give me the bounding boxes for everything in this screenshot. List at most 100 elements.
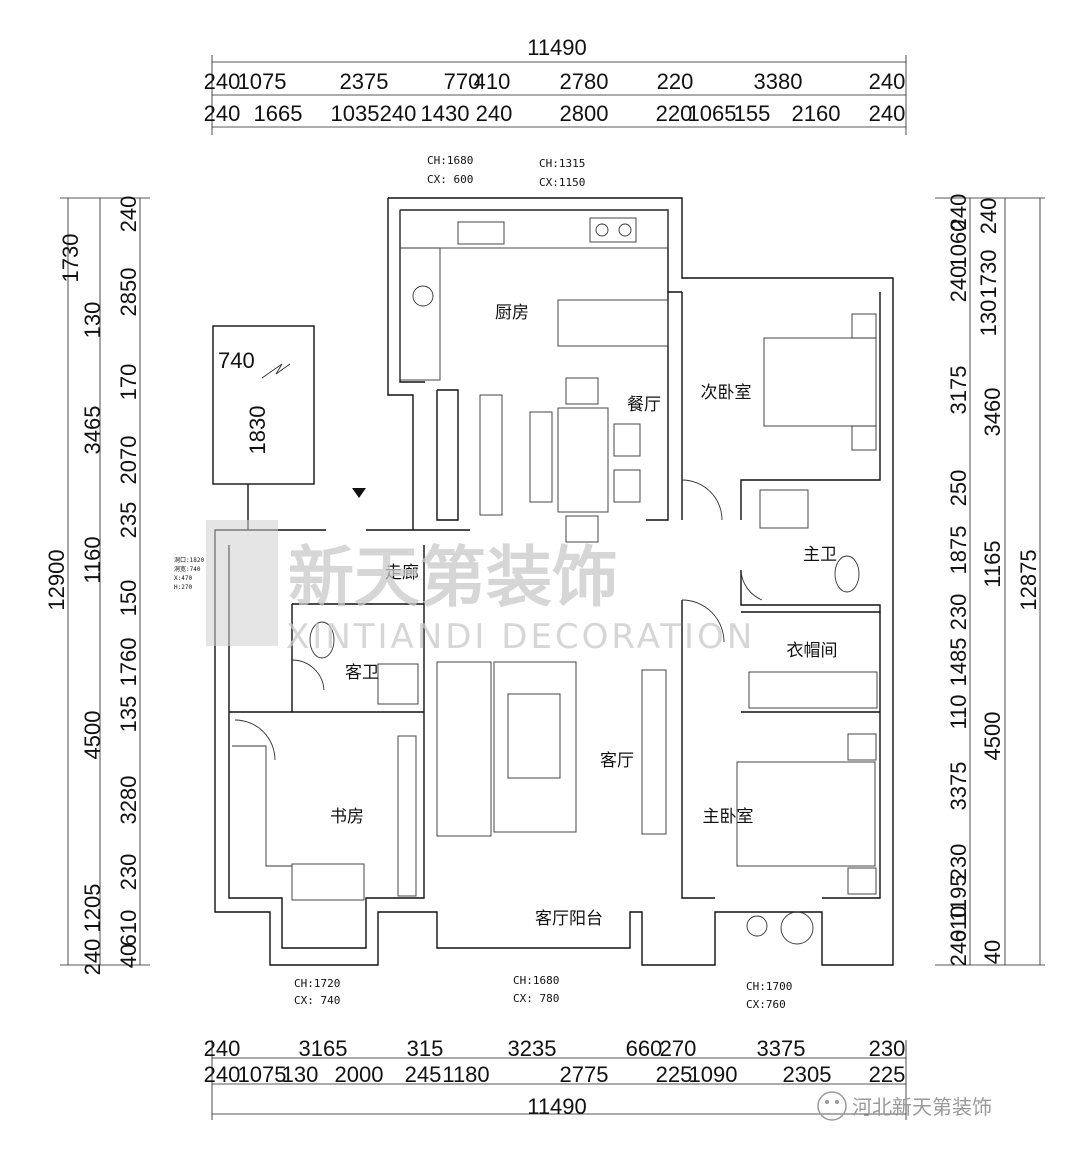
kitchen-window-ch: CH:1680 xyxy=(427,154,473,167)
watermark-cn: 新天第装饰 xyxy=(288,539,618,616)
right-dim: 250 xyxy=(946,470,971,507)
master-basin-icon xyxy=(759,489,809,529)
second-bed xyxy=(763,337,877,427)
room-kitchen: 厨房 xyxy=(495,303,529,323)
left-dim: 150 xyxy=(116,580,141,617)
bottom-dim: 225 xyxy=(656,1062,693,1087)
left-dim: 130 xyxy=(80,302,105,339)
top-dim: 3380 xyxy=(754,69,803,94)
top-dim: 240 xyxy=(869,101,906,126)
bottom-dim: 2775 xyxy=(560,1062,609,1087)
study-desk xyxy=(291,863,365,901)
room-second-bedroom: 次卧室 xyxy=(701,383,752,403)
second-bedroom-door xyxy=(681,479,723,521)
study-window-ch: CH:1720 xyxy=(294,977,340,990)
room-master-bedroom: 主卧室 xyxy=(703,807,754,827)
bottom-dim: 245 xyxy=(405,1062,442,1087)
room-corridor: 走廊 xyxy=(385,563,419,583)
right-dim: 240 xyxy=(946,194,971,231)
bottom-dim: 1075 xyxy=(238,1062,287,1087)
void-width: 740 xyxy=(218,348,255,373)
top-dim: 240 xyxy=(869,69,906,94)
top-dimensions: 11490 240 1075 2375 770 410 2780 220 338… xyxy=(204,35,907,135)
balcony-window-cx: CX: 780 xyxy=(513,992,559,1005)
right-dim: 130 xyxy=(976,300,1001,337)
top-dim: 2375 xyxy=(340,69,389,94)
right-dim: 3460 xyxy=(980,388,1005,437)
top-dim: 1035 xyxy=(331,101,380,126)
left-dim: 1730 xyxy=(58,234,83,283)
footer-account: 河北新天第装饰 xyxy=(817,1091,992,1121)
watermark-en: XINTIANDI DECORATION xyxy=(286,617,755,657)
right-dim: 40 xyxy=(980,940,1005,964)
room-dining: 餐厅 xyxy=(627,395,661,415)
bottom-dim: 130 xyxy=(282,1062,319,1087)
watermark: 新天第装饰 XINTIANDI DECORATION xyxy=(206,520,755,657)
bottom-dim: 1180 xyxy=(442,1062,489,1087)
room-guest-bath: 客卫 xyxy=(345,663,379,683)
dining-table xyxy=(557,407,609,513)
dining-window-ch: CH:1315 xyxy=(539,157,585,170)
left-dim: 235 xyxy=(116,502,141,539)
kitchen-window-cx: CX: 600 xyxy=(427,173,473,186)
right-dim: 12875 xyxy=(1016,549,1041,610)
left-dim: 40 xyxy=(116,944,141,968)
right-dim: 240 xyxy=(976,198,1001,235)
void-height: 1830 xyxy=(245,406,270,455)
top-dim: 240 xyxy=(204,69,241,94)
right-dimensions: 240 1060 240 3175 250 1875 230 1485 110 … xyxy=(935,194,1045,967)
master-bedroom-door xyxy=(681,599,725,643)
right-dim: 240 xyxy=(946,266,971,303)
sofa xyxy=(436,661,492,837)
top-dim: 410 xyxy=(474,69,511,94)
guest-toilet-icon xyxy=(309,621,335,659)
left-dim: 12900 xyxy=(44,549,69,610)
bottom-dim: 660 xyxy=(626,1036,663,1061)
top-dim: 2160 xyxy=(792,101,841,126)
coffee-table xyxy=(507,693,561,779)
footer-account-name: 河北新天第装饰 xyxy=(852,1095,992,1119)
bottom-dim: 3375 xyxy=(757,1036,806,1061)
top-dim: 155 xyxy=(734,101,771,126)
left-dim: 2850 xyxy=(116,268,141,317)
left-dim: 1160 xyxy=(80,536,105,583)
bottom-dimensions: 240 3165 315 3235 660 270 3375 230 240 1… xyxy=(204,1036,907,1120)
bottom-dim: 225 xyxy=(869,1062,906,1087)
bottom-dim: 2000 xyxy=(335,1062,384,1087)
right-dim: 1485 xyxy=(946,638,971,687)
guest-basin-icon xyxy=(377,663,419,705)
top-dim: 2800 xyxy=(560,101,609,126)
top-dim: 240 xyxy=(380,101,417,126)
stair-icon xyxy=(232,745,292,867)
right-dim: 1060 xyxy=(946,220,971,269)
top-dim: 1430 xyxy=(421,101,470,126)
void-shaft: 740 1830 xyxy=(212,325,315,530)
sink-icon xyxy=(457,221,505,245)
room-cloakroom: 衣帽间 xyxy=(787,641,838,661)
balcony-window-ch: CH:1680 xyxy=(513,974,559,987)
doors[interactable] xyxy=(234,479,763,761)
right-dim: 1195 xyxy=(946,874,971,921)
right-dim: 240 xyxy=(946,930,971,967)
room-living-balcony: 客厅阳台 xyxy=(535,909,603,929)
kitchen-island xyxy=(557,299,669,347)
right-dim: 230 xyxy=(946,594,971,631)
dining-window-cx: CX:1150 xyxy=(539,176,585,189)
top-dim: 1065 xyxy=(688,101,737,126)
bottom-dim: 230 xyxy=(869,1036,906,1061)
bottom-dim: 315 xyxy=(407,1036,444,1061)
furniture xyxy=(232,209,878,945)
bottom-dim: 240 xyxy=(204,1036,241,1061)
left-dim: 4500 xyxy=(80,711,105,760)
study-window-cx: CX: 740 xyxy=(294,994,340,1007)
rug xyxy=(493,661,577,833)
tv-cabinet xyxy=(641,669,667,835)
bottom-dim: 240 xyxy=(204,1062,241,1087)
right-dim: 610 xyxy=(946,906,971,943)
left-dimensions: 1730 3465 12900 4500 1205 240 240 2850 1… xyxy=(44,196,150,975)
top-dim: 770 xyxy=(444,69,481,94)
watermark-logo-icon xyxy=(206,520,278,646)
room-living: 客厅 xyxy=(600,751,634,771)
bottom-dim: 3165 xyxy=(299,1036,348,1061)
